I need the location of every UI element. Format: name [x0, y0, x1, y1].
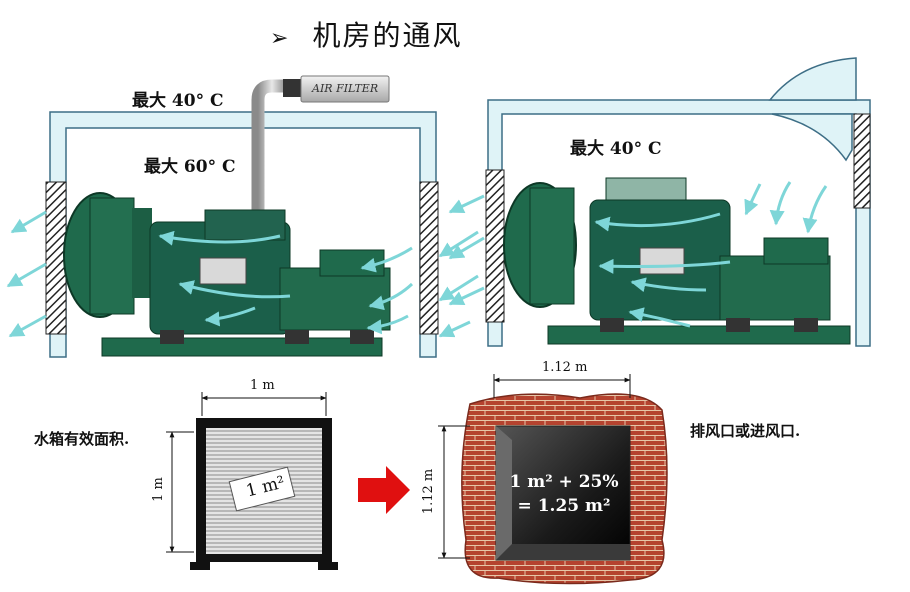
- opening-height-label: 1.12 m: [421, 468, 437, 515]
- radiator: [190, 418, 338, 570]
- formula-line2: = 1.25 m²: [517, 496, 611, 516]
- formula-line1: 1 m² + 25%: [509, 472, 619, 492]
- page-title: ➢ 机房的通风: [270, 14, 462, 54]
- radiator-width-label: 1 m: [250, 378, 275, 393]
- radiator-label: 水箱有效面积.: [34, 430, 130, 448]
- left-louvre-left: [45, 181, 67, 335]
- right-louvre-right: [853, 113, 871, 209]
- left-outside-temp: 最大 40° C: [132, 91, 224, 111]
- radiator-height-label: 1 m: [150, 477, 166, 502]
- roof-hood: [768, 57, 857, 101]
- left-room: [6, 75, 479, 358]
- right-room: [448, 57, 871, 347]
- left-inside-temp: 最大 60° C: [144, 157, 236, 177]
- air-filter-box: [300, 75, 390, 103]
- pipe-clamp: [283, 79, 303, 97]
- left-louvre-right: [419, 181, 439, 335]
- exhaust-flap: [771, 113, 853, 162]
- right-airflow: [448, 181, 828, 328]
- area-tag: [228, 466, 296, 512]
- bullet-arrow-icon: ➢: [270, 26, 291, 51]
- left-airflow: [6, 210, 479, 338]
- title-text: 机房的通风: [312, 19, 463, 52]
- right-inside-temp: 最大 40° C: [570, 139, 662, 159]
- opening-hole: [495, 425, 631, 561]
- air-filter-label: AIR FILTER: [312, 82, 379, 95]
- brick-opening: [461, 393, 668, 585]
- left-genset: [63, 192, 391, 357]
- right-louvre-left: [485, 169, 505, 323]
- opening-width-label: 1.12 m: [542, 360, 588, 375]
- right-genset: [503, 177, 851, 345]
- opening-formula: 1 m² + 25% = 1.25 m²: [494, 470, 634, 518]
- exhaust-pipe: [251, 79, 286, 215]
- opening-label: 排风口或进风口.: [690, 422, 801, 440]
- red-arrow: [358, 466, 410, 514]
